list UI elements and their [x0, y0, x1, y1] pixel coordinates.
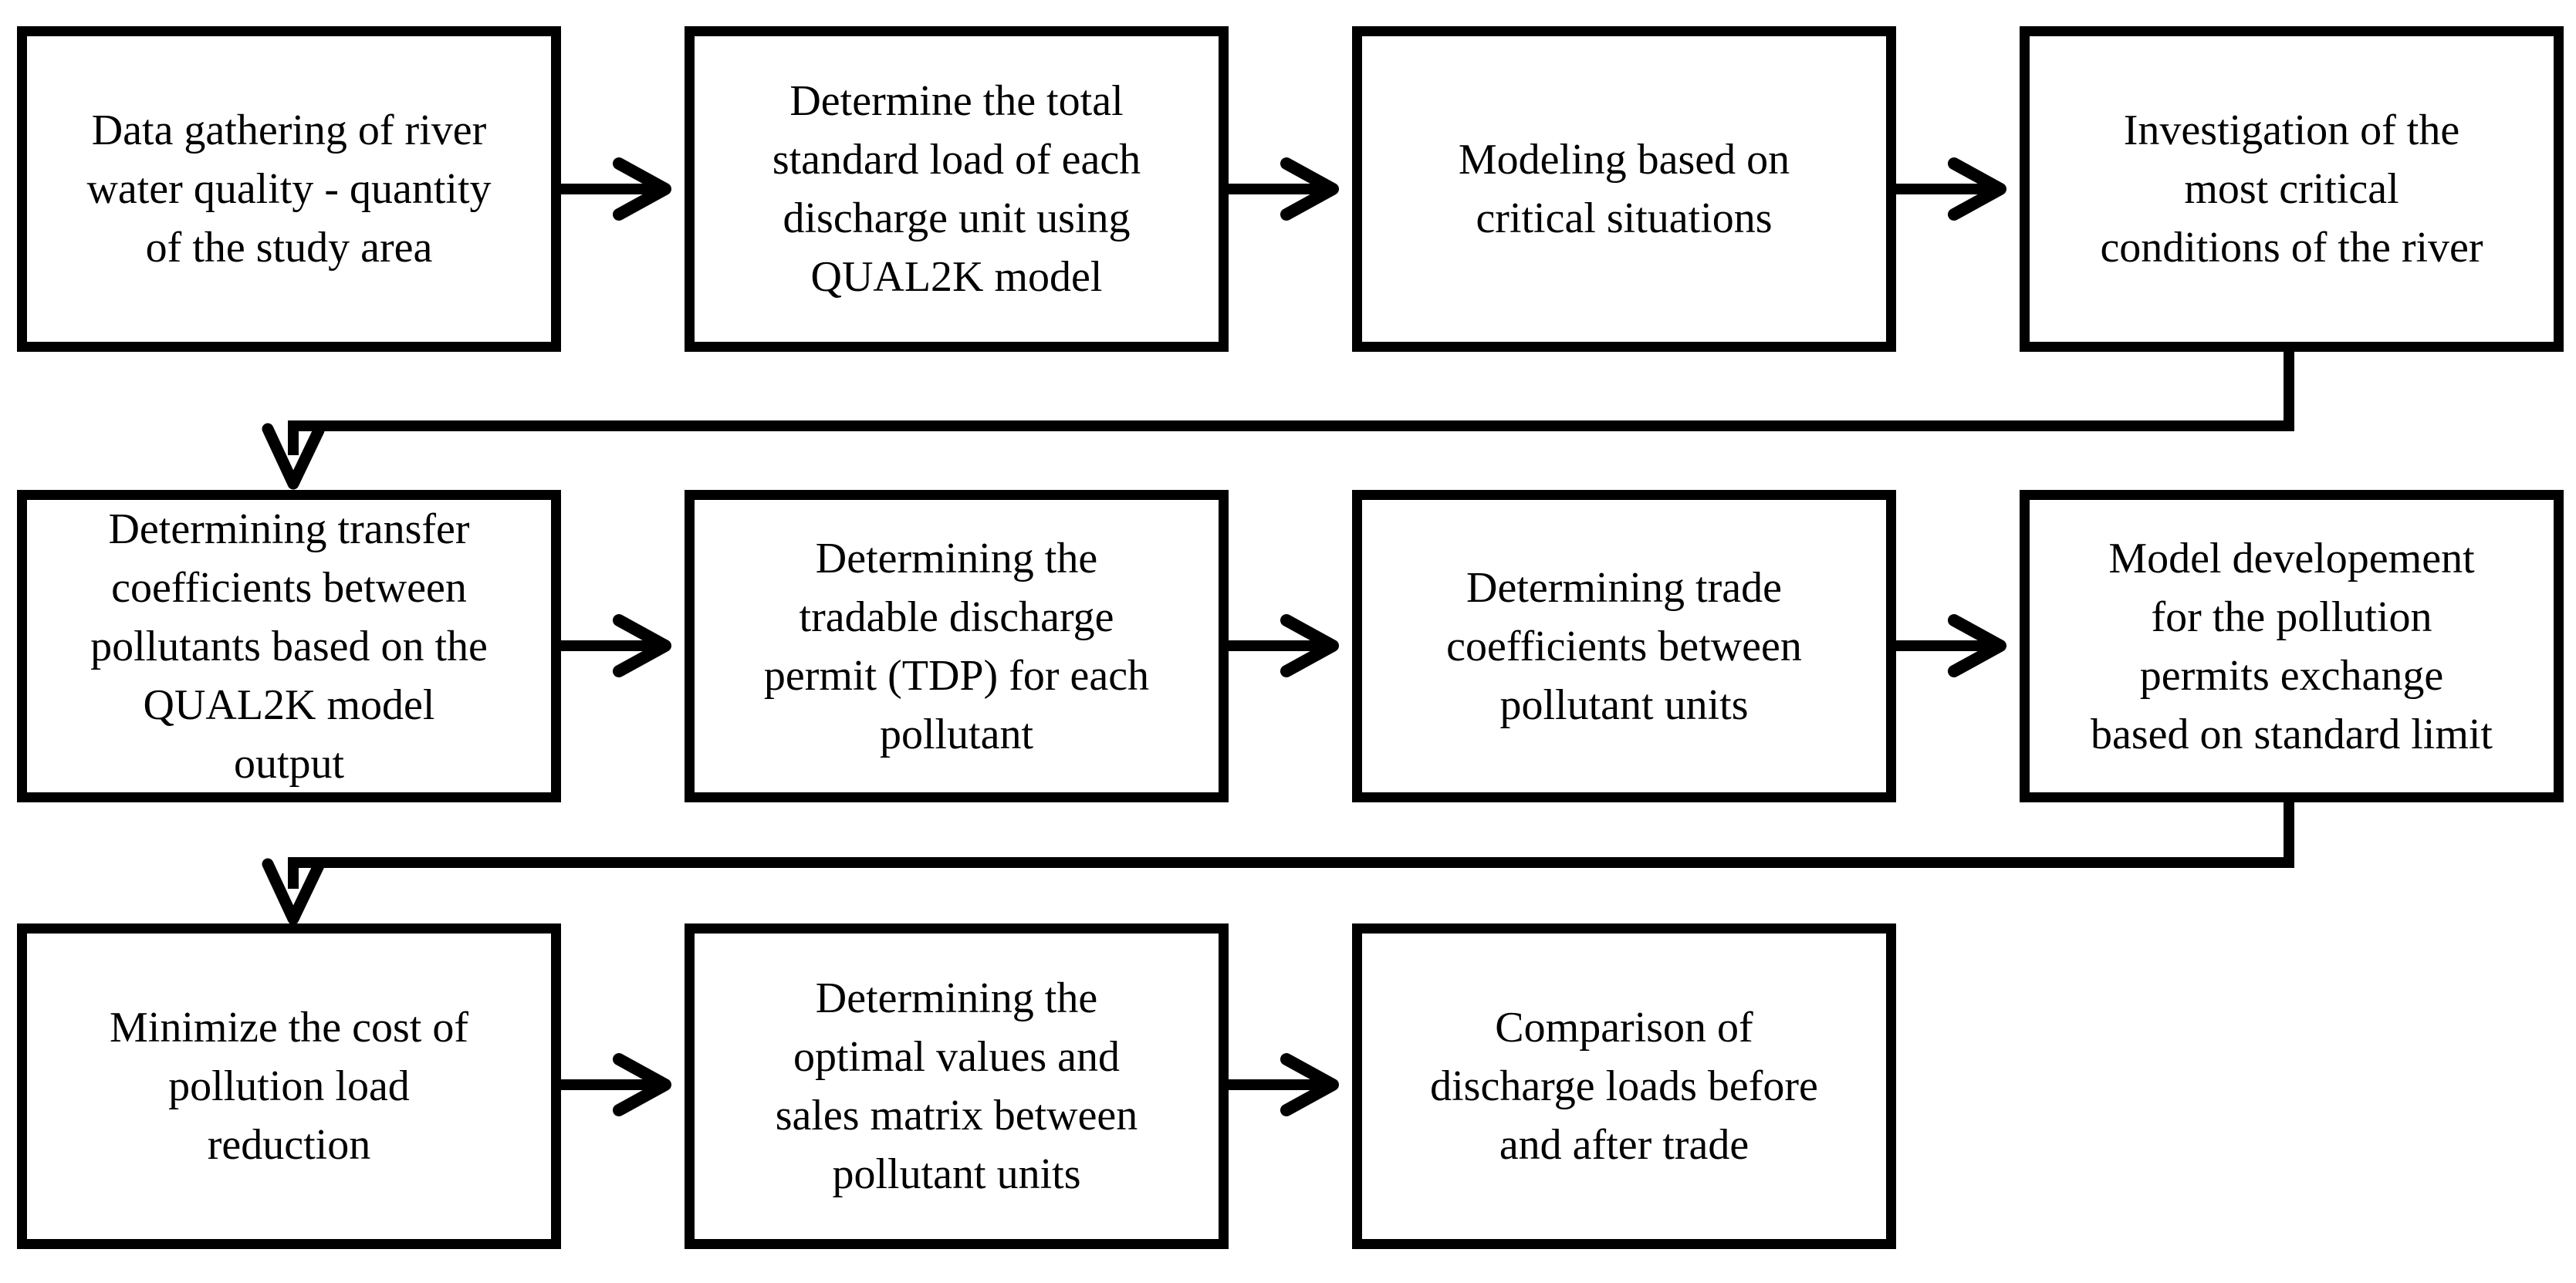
flow-step-data-gathering: Data gathering of river water quality - …	[17, 26, 561, 352]
flow-step-minimize-cost: Minimize the cost of pollution load redu…	[17, 923, 561, 1249]
arrow-step8-to-step9	[262, 802, 2294, 925]
arrow-step9-to-step10	[561, 1053, 671, 1116]
flow-step-label: Determining the tradable discharge permi…	[763, 534, 1150, 758]
flow-step-trade-coefficients: Determining trade coefficients between p…	[1352, 490, 1896, 802]
flow-step-investigation-critical-conditions: Investigation of the most critical condi…	[2020, 26, 2564, 352]
flow-step-label: Modeling based on critical situations	[1458, 136, 1790, 242]
flow-step-optimal-values-sales-matrix: Determining the optimal values and sales…	[685, 923, 1229, 1249]
arrow-step10-to-step11	[1229, 1053, 1339, 1116]
arrow-step5-to-step6	[561, 614, 671, 677]
flow-step-label: Investigation of the most critical condi…	[2100, 106, 2483, 272]
arrow-step4-to-step5	[262, 352, 2294, 490]
flow-step-model-development: Model developement for the pollution per…	[2020, 490, 2564, 802]
flow-step-modeling-critical-situations: Modeling based on critical situations	[1352, 26, 1896, 352]
arrow-step2-to-step3	[1229, 157, 1339, 221]
flow-step-label: Minimize the cost of pollution load redu…	[109, 1004, 468, 1169]
arrow-step7-to-step8	[1896, 614, 2006, 677]
arrow-step6-to-step7	[1229, 614, 1339, 677]
flow-step-label: Comparison of discharge loads before and…	[1430, 1004, 1818, 1169]
arrow-step1-to-step2	[561, 157, 671, 221]
flow-step-label: Determining the optimal values and sales…	[775, 974, 1138, 1198]
flow-step-total-standard-load: Determine the total standard load of eac…	[685, 26, 1229, 352]
flow-step-label: Data gathering of river water quality - …	[86, 106, 492, 272]
flow-step-label: Determining transfer coefficients betwee…	[90, 505, 488, 788]
flow-step-tradable-discharge-permit: Determining the tradable discharge permi…	[685, 490, 1229, 802]
flow-step-label: Determining trade coefficients between p…	[1446, 563, 1802, 729]
flow-step-transfer-coefficients: Determining transfer coefficients betwee…	[17, 490, 561, 802]
arrow-step3-to-step4	[1896, 157, 2006, 221]
flow-step-label: Model developement for the pollution per…	[2090, 534, 2493, 758]
flow-step-comparison-discharge-loads: Comparison of discharge loads before and…	[1352, 923, 1896, 1249]
flow-step-label: Determine the total standard load of eac…	[772, 77, 1141, 301]
